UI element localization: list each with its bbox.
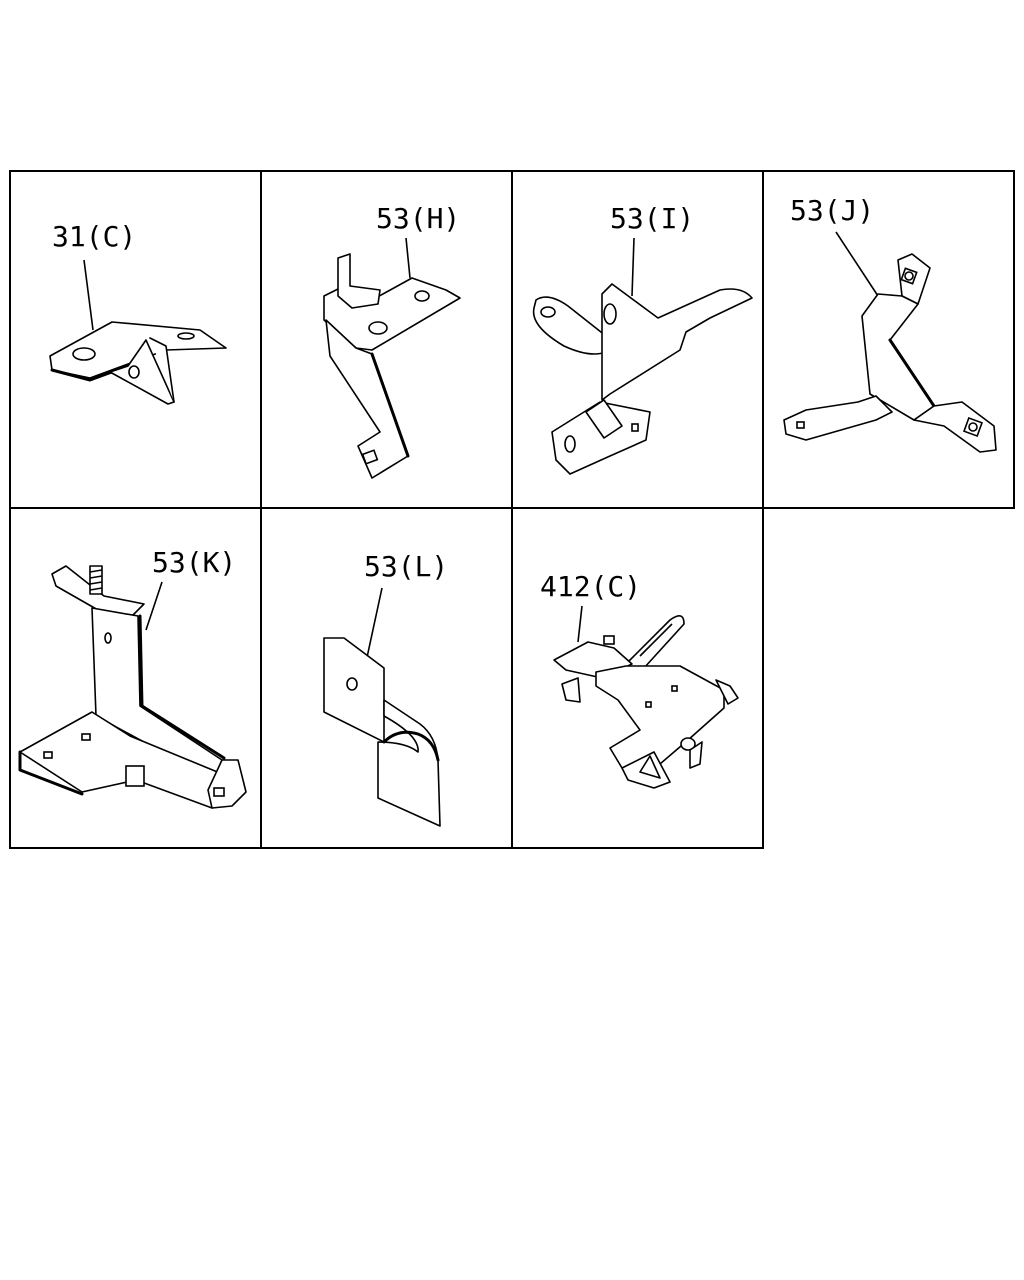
- bracket-right-tab: [715, 679, 739, 705]
- bracket-ear: [532, 296, 607, 355]
- tab-slot: [125, 765, 145, 787]
- bracket-left-foot: [783, 395, 893, 441]
- stud-thread: [89, 581, 103, 585]
- bracket-drop-tab: [689, 741, 703, 769]
- part-label: 53(H): [376, 202, 460, 235]
- mounting-hole: [414, 290, 430, 302]
- bracket-fold: [149, 337, 175, 403]
- bracket-upright-tab: [337, 253, 381, 309]
- square-hole: [603, 635, 615, 645]
- leader-line: [631, 237, 635, 297]
- part-label: 53(K): [152, 546, 236, 579]
- slot-hole: [177, 332, 195, 340]
- bracket-arm: [601, 283, 753, 401]
- bracket-right-foot: [913, 401, 997, 453]
- part-label: 412(C): [540, 570, 641, 603]
- leader-line: [145, 581, 163, 631]
- foot-hole: [564, 435, 576, 453]
- part-label: 31(C): [52, 220, 136, 253]
- square-hole: [361, 449, 379, 465]
- leader-line: [577, 605, 583, 643]
- part-412c: 412(C): [540, 570, 739, 789]
- bracket-main-plate: [595, 665, 725, 769]
- bracket-bend: [377, 699, 441, 827]
- mounting-hole: [346, 677, 358, 691]
- part-53h: 53(H): [323, 202, 461, 479]
- square-hole: [645, 701, 652, 708]
- strip-slot: [639, 623, 673, 657]
- square-hole: [796, 421, 805, 429]
- part-label: 53(J): [790, 194, 874, 227]
- square-hole: [43, 751, 53, 759]
- part-label: 53(L): [364, 550, 448, 583]
- bracket-base-edge: [18, 750, 84, 796]
- mounting-hole: [368, 321, 388, 335]
- bracket-foot-fold: [585, 399, 623, 439]
- part-31c: 31(C): [49, 220, 227, 405]
- cell-412c: [511, 507, 764, 849]
- part-53i: 53(I): [532, 202, 753, 475]
- bracket-web-edge: [138, 614, 226, 760]
- square-hole: [671, 685, 678, 692]
- part-53k: 53(K): [18, 546, 247, 809]
- bracket-bend-edge: [382, 730, 440, 762]
- bracket-body-edge: [888, 338, 936, 408]
- part-53j: 53(J): [783, 194, 997, 453]
- leader-line: [365, 587, 383, 663]
- web-hole: [104, 632, 112, 644]
- square-hole: [81, 733, 91, 741]
- bracket-tab: [109, 339, 175, 405]
- tab-hole: [128, 365, 140, 379]
- mounting-hole: [680, 737, 696, 751]
- leader-line: [835, 231, 879, 297]
- stud-thread: [89, 587, 103, 591]
- cell-53j: [762, 170, 1015, 509]
- nut-bore: [904, 271, 914, 281]
- part-53l: 53(L): [323, 550, 448, 827]
- stud-thread: [89, 575, 103, 579]
- grid-frame: [9, 170, 1015, 849]
- stud-bolt: [89, 565, 103, 595]
- leader-line: [83, 259, 94, 331]
- leader-line: [405, 237, 411, 279]
- square-hole: [213, 787, 225, 797]
- bracket-leg: [325, 319, 409, 479]
- bracket-small-tab: [561, 677, 581, 703]
- bracket-leg-edge: [370, 352, 410, 458]
- slotted-strip: [627, 615, 685, 670]
- mounting-hole: [72, 347, 96, 361]
- stud-thread: [89, 569, 103, 573]
- square-hole: [631, 423, 639, 432]
- ear-hole: [540, 306, 556, 318]
- bracket-foot: [551, 401, 651, 475]
- foot-gusset: [639, 755, 661, 779]
- nut-bore: [968, 422, 978, 432]
- arm-hole: [603, 303, 617, 325]
- part-label: 53(I): [610, 202, 694, 235]
- bracket-top-flange: [51, 565, 145, 617]
